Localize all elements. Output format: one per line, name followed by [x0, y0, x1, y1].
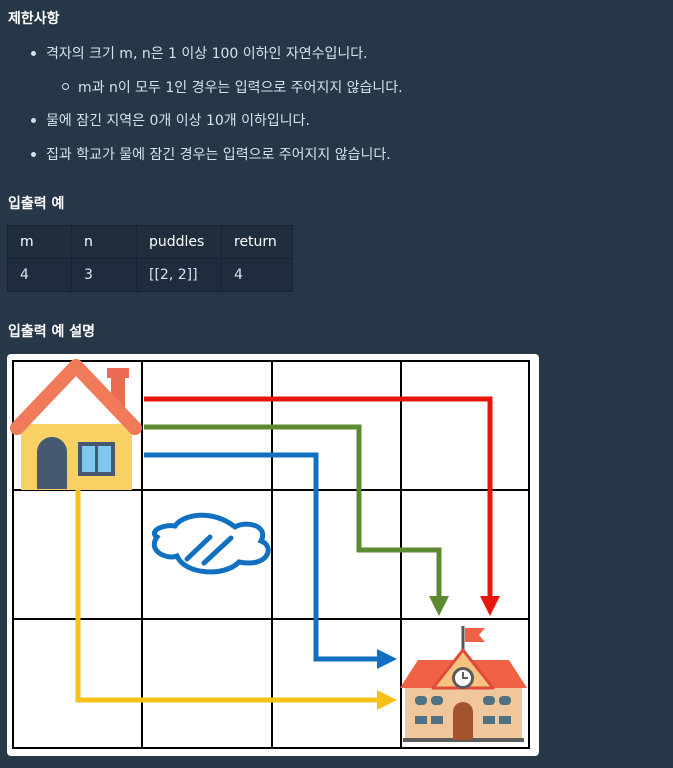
path-red-arrow — [144, 396, 500, 616]
column-header-m: m — [7, 225, 72, 259]
constraint-item: 집과 학교가 물에 잠긴 경우는 입력으로 주어지지 않습니다. — [31, 144, 391, 164]
house-icon — [10, 359, 142, 490]
explanation-image — [7, 354, 539, 756]
examples-heading: 입출력 예 — [8, 196, 65, 212]
table-header-row: m n puddles return — [7, 225, 293, 259]
constraint-item: 물에 잠긴 지역은 0개 이상 10개 이하입니다. — [31, 110, 310, 130]
grid-diagram — [10, 359, 530, 749]
table-row: 4 3 [[2, 2]] 4 — [7, 258, 293, 292]
school-icon — [400, 626, 527, 742]
path-green-arrow — [144, 424, 449, 616]
cell-return: 4 — [221, 258, 293, 292]
path-blue-arrow — [144, 452, 397, 669]
explanation-heading: 입출력 예 설명 — [8, 324, 96, 340]
column-header-return: return — [221, 225, 293, 259]
constraint-subitem: m과 n이 모두 1인 경우는 입력으로 주어지지 않습니다. — [62, 77, 403, 97]
cell-puddles: [[2, 2]] — [136, 258, 222, 292]
column-header-n: n — [71, 225, 137, 259]
column-header-puddles: puddles — [136, 225, 222, 259]
puddle-icon — [151, 512, 271, 575]
constraint-item: 격자의 크기 m, n은 1 이상 100 이하인 자연수입니다. — [31, 43, 368, 63]
cell-m: 4 — [7, 258, 72, 292]
cell-n: 3 — [71, 258, 137, 292]
path-yellow-arrow — [75, 490, 397, 710]
constraints-heading: 제한사항 — [8, 11, 60, 27]
examples-table: m n puddles return 4 3 [[2, 2]] 4 — [7, 225, 293, 292]
